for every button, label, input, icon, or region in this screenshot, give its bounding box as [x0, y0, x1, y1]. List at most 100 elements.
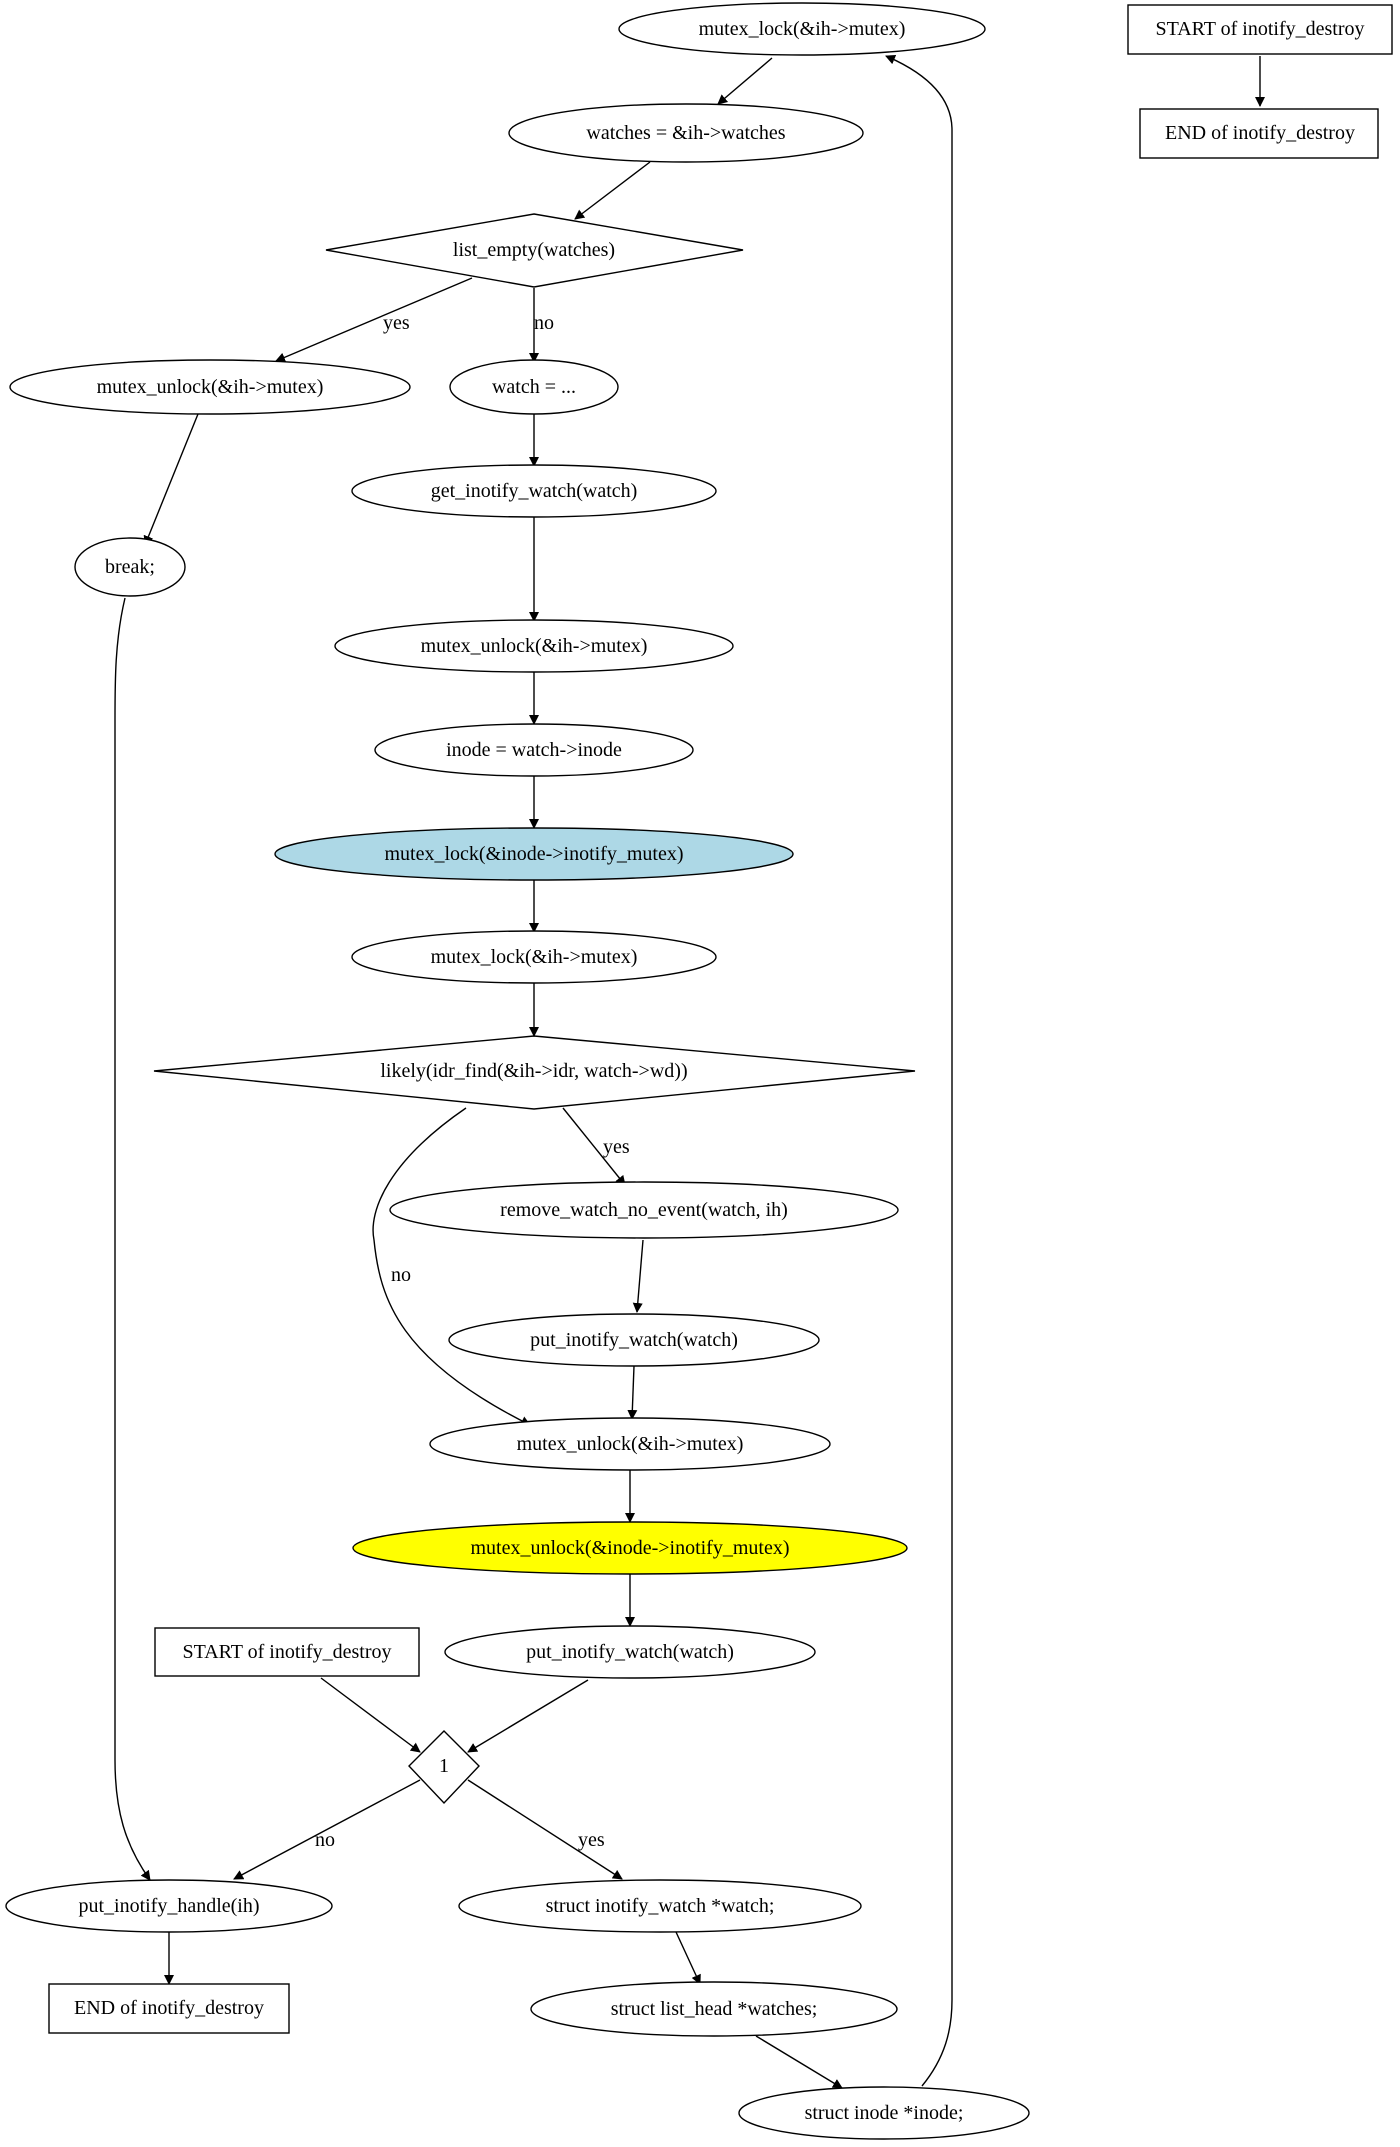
node-shape [352, 1521, 908, 1575]
node-label: mutex_unlock(&ih->mutex) [421, 635, 648, 657]
node-mutex-unlock-ih-mid[interactable]: mutex_unlock(&ih->mutex) [334, 619, 734, 673]
node-start-inotify-destroy[interactable]: START of inotify_destroy [154, 1627, 420, 1677]
node-shape [154, 1627, 420, 1677]
node-label: put_inotify_watch(watch) [526, 1641, 734, 1663]
node-mutex-unlock-inode[interactable]: mutex_unlock(&inode->inotify_mutex) [352, 1521, 908, 1575]
node-label: watch = ... [492, 376, 576, 398]
node-shape [389, 1181, 899, 1239]
node-shape [274, 827, 794, 881]
node-label: put_inotify_watch(watch) [530, 1329, 738, 1351]
node-shape [444, 1625, 816, 1679]
edge-inode-to-lock-top [885, 54, 953, 2087]
node-likely-idr-find[interactable]: likely(idr_find(&ih->idr, watch->wd)) [153, 1035, 916, 1110]
node-shape [74, 537, 186, 597]
node-label: END of inotify_destroy [1165, 122, 1355, 144]
node-label: put_inotify_handle(ih) [78, 1895, 259, 1917]
node-start-inotify-destroy-side[interactable]: START of inotify_destroy [1127, 4, 1393, 55]
node-label: struct inode *inode; [805, 2102, 964, 2124]
edge-label-loop-no: no [315, 1829, 335, 1851]
edge-remove-to-put [632, 1239, 644, 1313]
node-put-inotify-handle[interactable]: put_inotify_handle(ih) [5, 1879, 333, 1933]
node-label: inode = watch->inode [446, 739, 622, 761]
node-shape [325, 213, 744, 288]
node-shape [48, 1983, 290, 2034]
node-shape [458, 1879, 862, 1933]
node-label: break; [105, 556, 155, 578]
node-watches-assign[interactable]: watches = &ih->watches [508, 103, 864, 163]
edge-put-to-loop [467, 1679, 589, 1753]
node-shape [1127, 4, 1393, 55]
node-shape [153, 1035, 916, 1110]
node-label: struct list_head *watches; [611, 1998, 818, 2020]
edge-unlock-to-break [143, 413, 199, 546]
edge-watches-to-inode [755, 2035, 843, 2089]
node-mutex-unlock-ih-break[interactable]: mutex_unlock(&ih->mutex) [9, 359, 411, 415]
node-label: remove_watch_no_event(watch, ih) [500, 1199, 788, 1221]
node-mutex-lock-inode[interactable]: mutex_lock(&inode->inotify_mutex) [274, 827, 794, 881]
node-remove-watch-no-event[interactable]: remove_watch_no_event(watch, ih) [389, 1181, 899, 1239]
node-label: likely(idr_find(&ih->idr, watch->wd)) [380, 1060, 687, 1082]
node-shape [408, 1730, 480, 1805]
node-shape [448, 1313, 820, 1367]
node-shape [374, 723, 694, 777]
node-label: watches = &ih->watches [586, 122, 785, 144]
node-shape [530, 1981, 898, 2037]
edge-label-likely-yes: yes [603, 1136, 630, 1158]
node-label: mutex_unlock(&inode->inotify_mutex) [471, 1537, 790, 1559]
node-label: START of inotify_destroy [182, 1641, 391, 1663]
node-shape [508, 103, 864, 163]
node-loop-condition[interactable]: 1 [408, 1730, 480, 1805]
node-shape [334, 619, 734, 673]
edge-list-empty-yes [275, 277, 473, 363]
node-label: mutex_lock(&ih->mutex) [431, 946, 638, 968]
node-end-inotify-destroy-side[interactable]: END of inotify_destroy [1139, 108, 1379, 159]
edges [114, 54, 1265, 2089]
node-label: START of inotify_destroy [1155, 18, 1364, 40]
node-list-empty[interactable]: list_empty(watches) [325, 213, 744, 288]
node-shape [351, 930, 717, 984]
node-decl-watch[interactable]: struct inotify_watch *watch; [458, 1879, 862, 1933]
edge-likely-no [372, 1107, 531, 1426]
edge-label-list-empty-no: no [534, 312, 554, 334]
node-mutex-unlock-ih-low[interactable]: mutex_unlock(&ih->mutex) [429, 1417, 831, 1471]
node-label: struct inotify_watch *watch; [546, 1895, 775, 1917]
node-shape [738, 2086, 1030, 2140]
node-decl-inode[interactable]: struct inode *inode; [738, 2086, 1030, 2140]
node-decl-watches[interactable]: struct list_head *watches; [530, 1981, 898, 2037]
node-put-inotify-watch-1[interactable]: put_inotify_watch(watch) [448, 1313, 820, 1367]
node-watch-assign[interactable]: watch = ... [449, 359, 619, 415]
node-shape [449, 359, 619, 415]
node-mutex-lock-ih-top[interactable]: mutex_lock(&ih->mutex) [618, 2, 986, 56]
node-label: mutex_unlock(&ih->mutex) [517, 1433, 744, 1455]
edge-label-likely-no: no [391, 1264, 411, 1286]
node-end-inotify-destroy[interactable]: END of inotify_destroy [48, 1983, 290, 2034]
node-label: mutex_lock(&ih->mutex) [699, 18, 906, 40]
node-inode-assign[interactable]: inode = watch->inode [374, 723, 694, 777]
node-break[interactable]: break; [74, 537, 186, 597]
node-label: mutex_unlock(&ih->mutex) [97, 376, 324, 398]
node-shape [1139, 108, 1379, 159]
edge-put-to-unlock [627, 1365, 638, 1420]
node-shape [429, 1417, 831, 1471]
edge-loop-yes [467, 1779, 623, 1880]
node-put-inotify-watch-2[interactable]: put_inotify_watch(watch) [444, 1625, 816, 1679]
node-shape [5, 1879, 333, 1933]
edge-likely-yes [562, 1107, 626, 1186]
node-label: 1 [439, 1755, 449, 1777]
edge-label-loop-yes: yes [578, 1829, 605, 1851]
node-shape [9, 359, 411, 415]
edge-watches-to-list-empty [574, 161, 651, 220]
node-shape [351, 464, 717, 518]
edge-decl-watch-to-watches [675, 1931, 701, 1985]
edge-start-to-loop [320, 1677, 421, 1753]
node-label: get_inotify_watch(watch) [431, 480, 638, 502]
node-shape [618, 2, 986, 56]
nodes: mutex_lock(&ih->mutex) watches = &ih->wa… [5, 2, 1393, 2140]
edge-loop-no [233, 1779, 421, 1880]
edge-lock-ih-to-watches [717, 57, 773, 105]
node-mutex-lock-ih-mid[interactable]: mutex_lock(&ih->mutex) [351, 930, 717, 984]
node-get-inotify-watch[interactable]: get_inotify_watch(watch) [351, 464, 717, 518]
edge-label-list-empty-yes: yes [383, 312, 410, 334]
node-label: END of inotify_destroy [74, 1997, 264, 2019]
